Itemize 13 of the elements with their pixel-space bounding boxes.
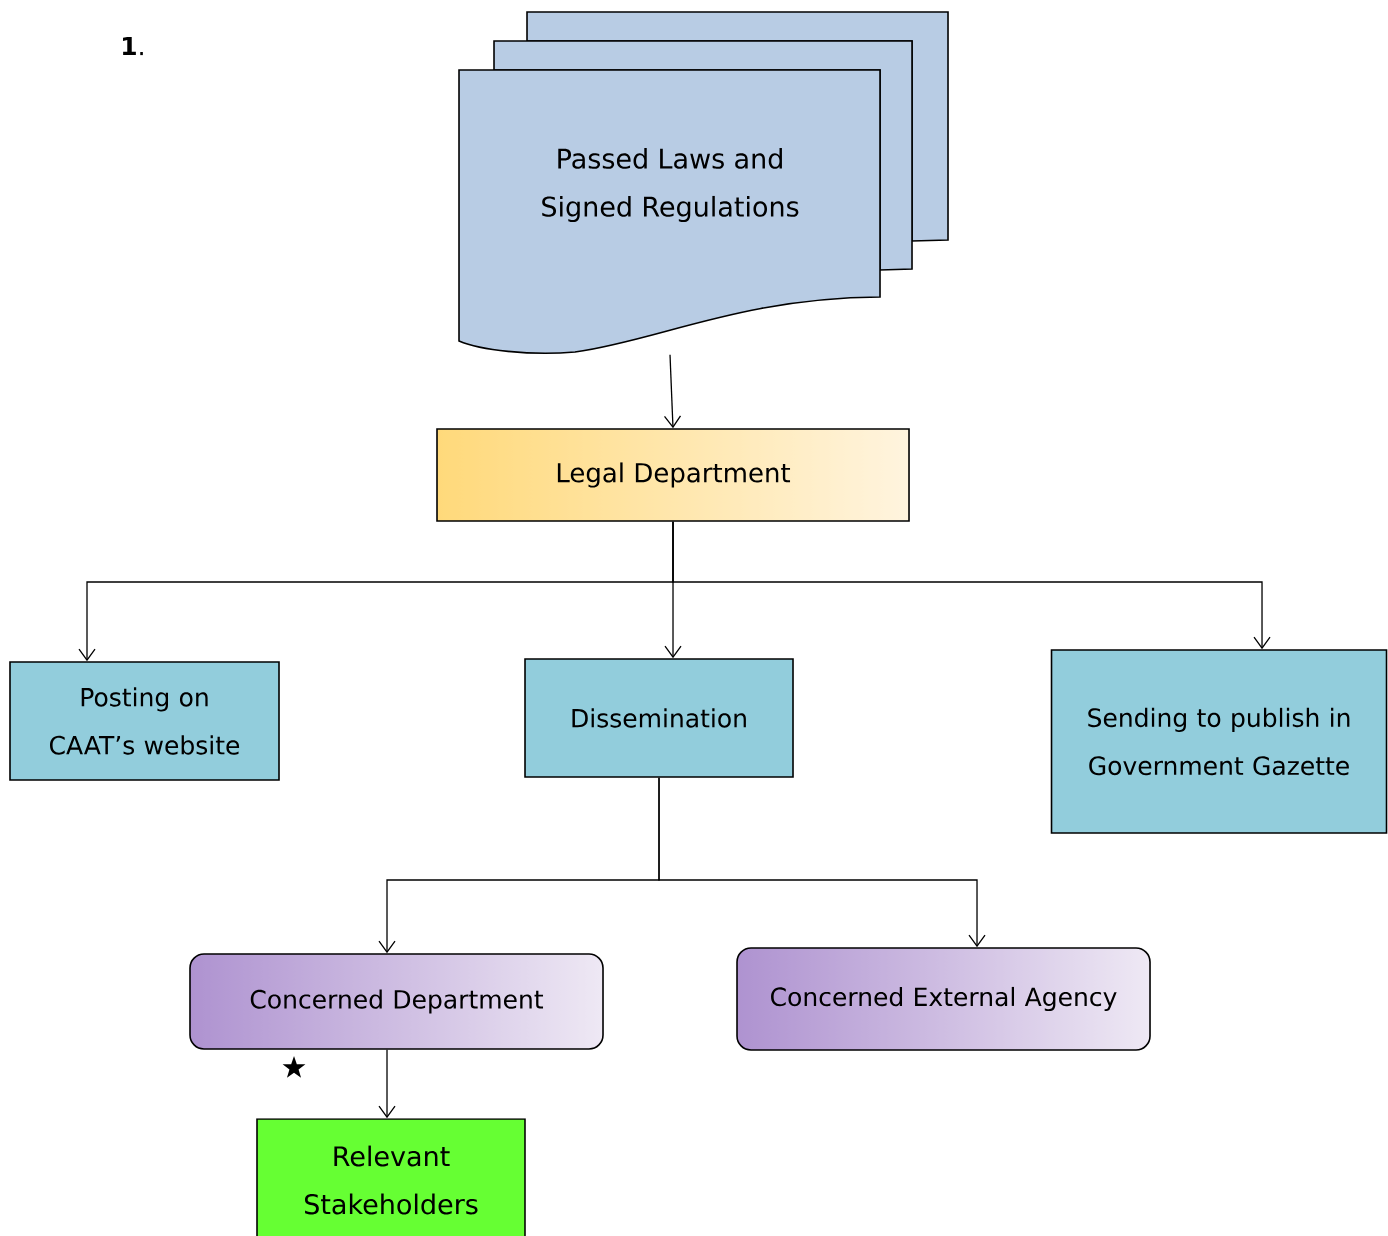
arrow bbox=[672, 521, 1271, 650]
process-box: Dissemination bbox=[524, 658, 794, 778]
rounded-box: Concerned External Agency bbox=[736, 947, 1151, 1051]
arrow bbox=[378, 1049, 396, 1119]
arrow bbox=[658, 777, 986, 948]
process-box: Sending to publish in Government Gazette bbox=[1050, 649, 1388, 834]
process-box: Relevant Stakeholders bbox=[256, 1118, 526, 1236]
process-box: Posting on CAAT’s website bbox=[9, 661, 280, 781]
process-box: Legal Department bbox=[436, 428, 910, 522]
arrow bbox=[663, 354, 682, 429]
rounded-box: Concerned Department bbox=[189, 953, 604, 1050]
step-number: 1. bbox=[123, 36, 143, 56]
document-stack: Passed Laws and Signed Regulations bbox=[458, 11, 949, 355]
